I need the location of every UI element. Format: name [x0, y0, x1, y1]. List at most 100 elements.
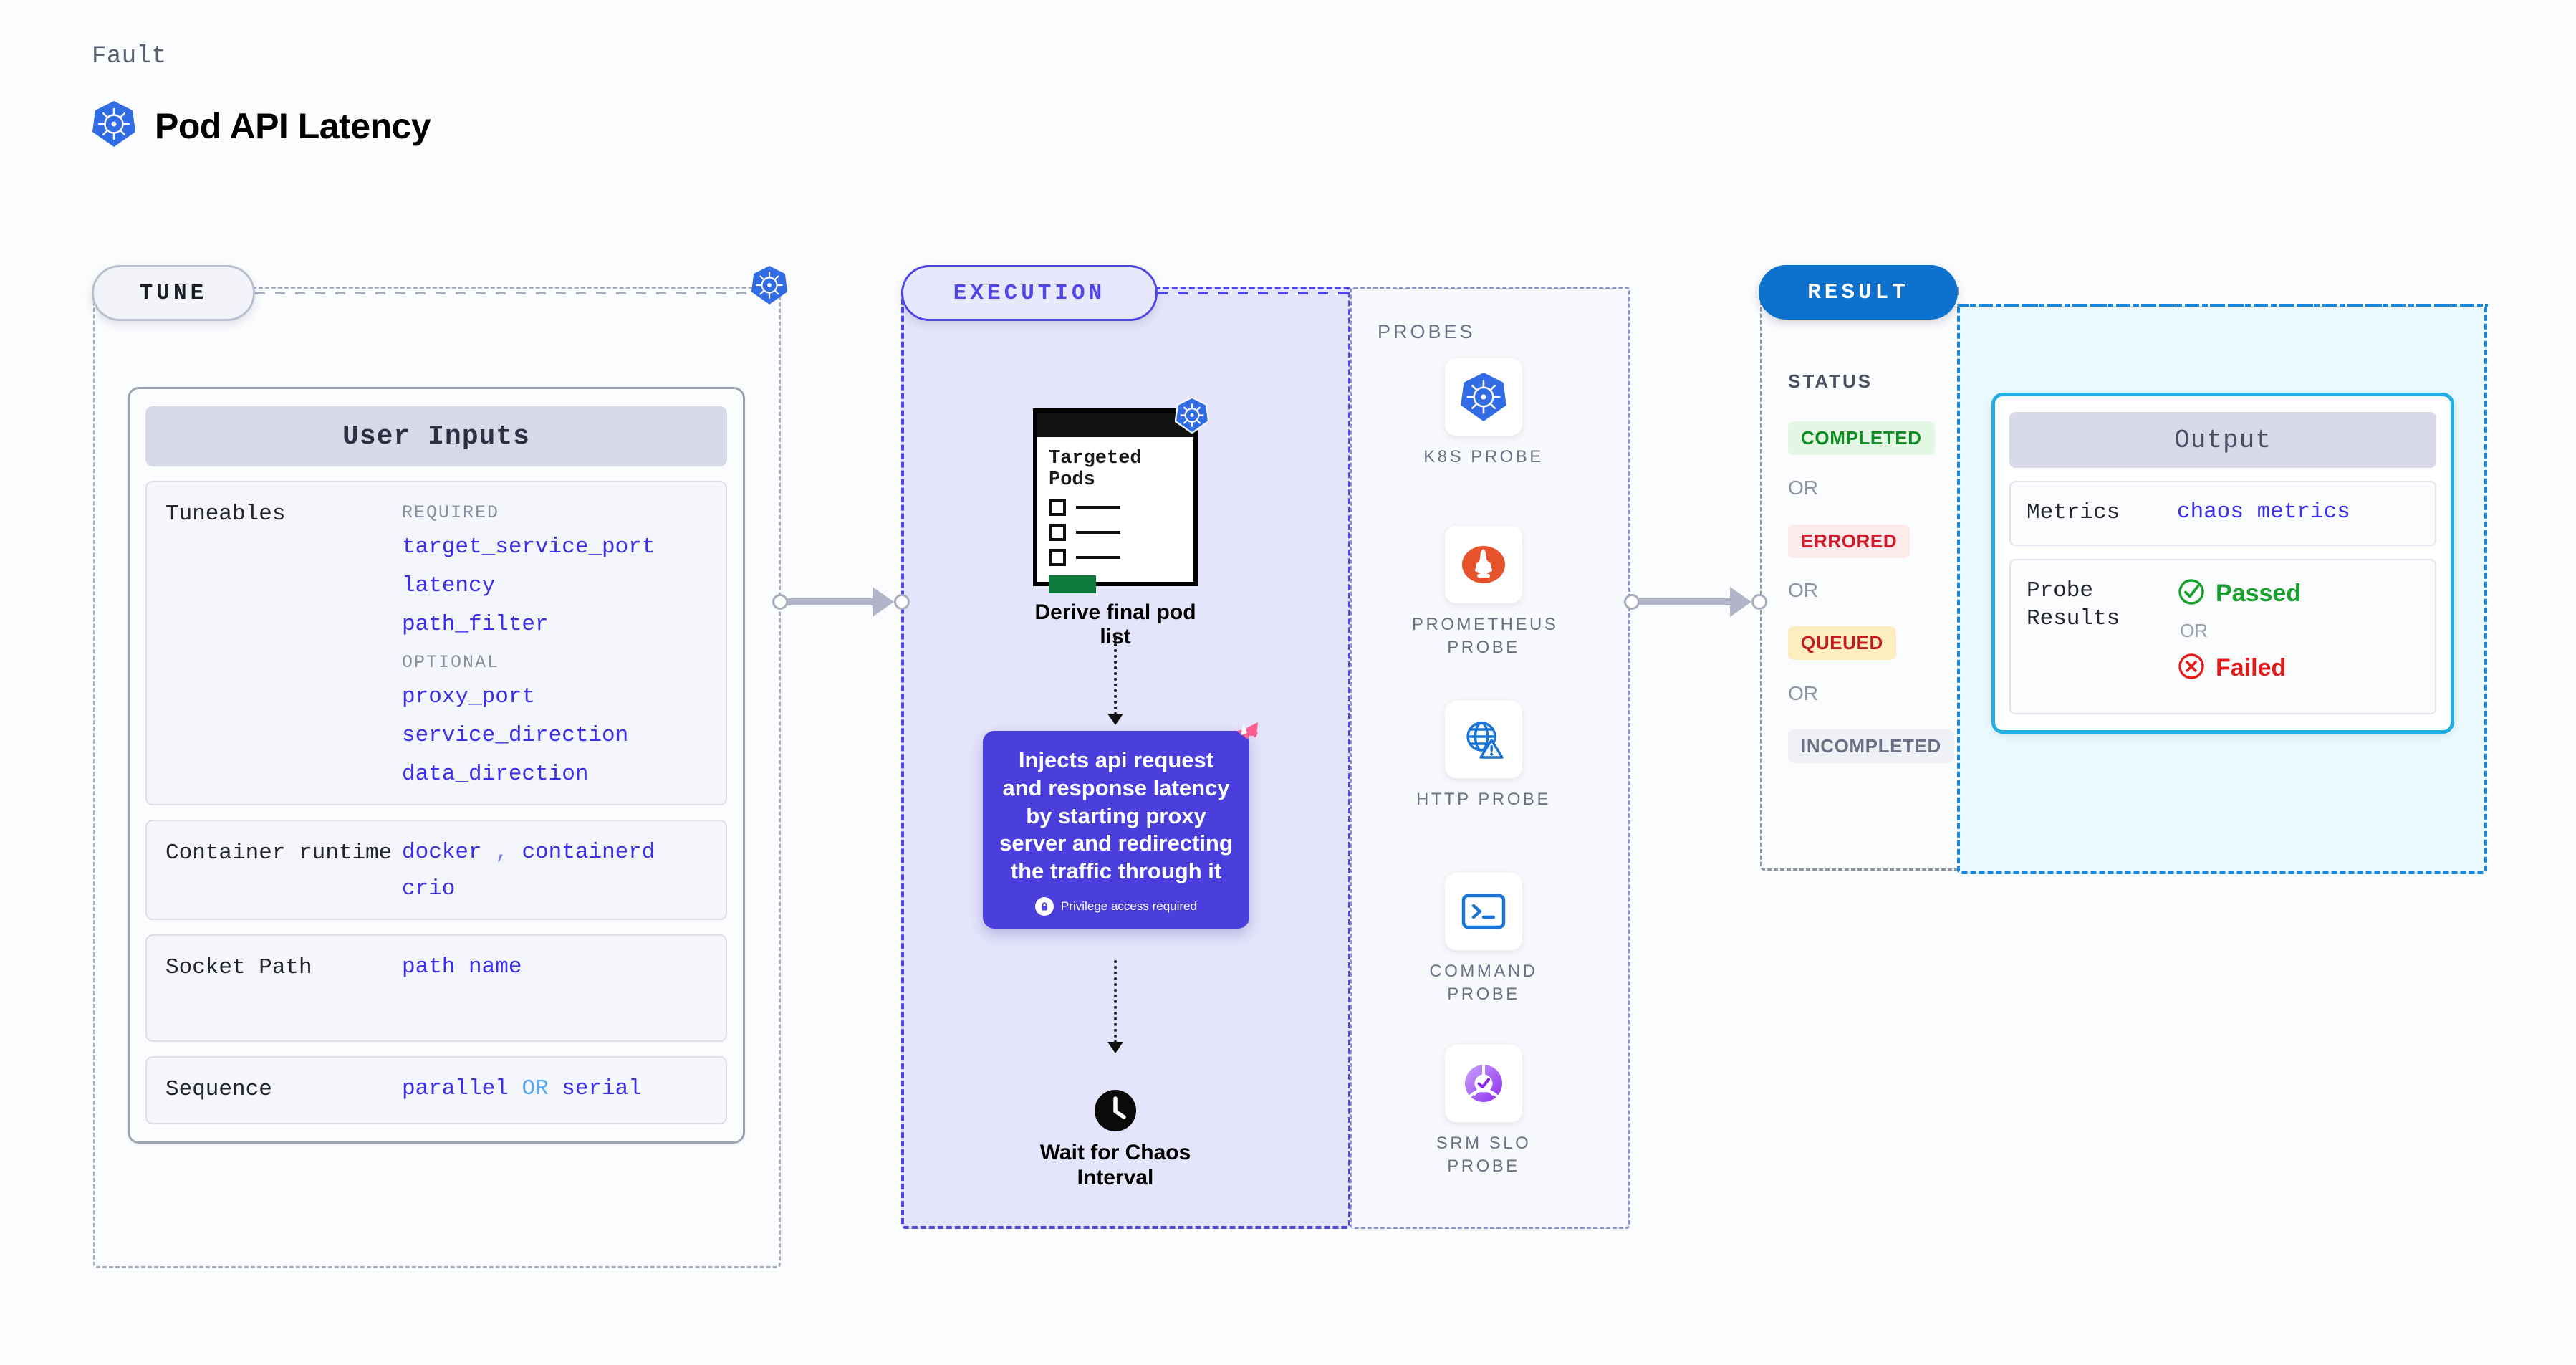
- socket-path-value[interactable]: path name: [402, 954, 522, 980]
- placeholder-bar: [1076, 556, 1120, 560]
- status-badge-incompleted: INCOMPLETED: [1788, 729, 1954, 763]
- probe-label-line1: SRM SLO: [1436, 1134, 1532, 1153]
- probe-k8s[interactable]: K8S PROBE: [1412, 358, 1555, 469]
- tuneable-target-service-port[interactable]: target_service_port: [402, 535, 655, 560]
- connector-tune-to-execution: [772, 587, 910, 617]
- pod-list-item: [1049, 549, 1182, 567]
- runtime-docker[interactable]: docker: [402, 840, 482, 865]
- output-card: Output Metrics chaos metrics Probe Resul…: [1991, 393, 2454, 734]
- container-runtime-row: Container runtime docker , containerd cr…: [145, 820, 727, 920]
- tuneable-data-direction[interactable]: data_direction: [402, 762, 589, 787]
- checkbox-icon: [1049, 499, 1066, 517]
- execution-section-badge[interactable]: EXECUTION: [901, 265, 1158, 321]
- connector-arrowhead: [1730, 587, 1751, 617]
- flow-connector-arrow: [1107, 1042, 1123, 1053]
- prometheus-icon: [1445, 526, 1522, 603]
- inject-latency-text: Injects api request and response latency…: [999, 747, 1233, 883]
- terminal-prompt-icon: [1445, 873, 1522, 950]
- probe-results-label: Probe Results: [2027, 578, 2120, 631]
- srm-slo-donut-check-icon: [1445, 1045, 1522, 1122]
- connector-arrowhead: [873, 587, 894, 617]
- probe-label-line1: COMMAND: [1429, 962, 1538, 981]
- http-globe-warning-icon: [1445, 701, 1522, 778]
- socket-path-row: Socket Path path name: [145, 934, 727, 1042]
- probe-label-line1: PROMETHEUS: [1412, 615, 1559, 634]
- probe-label-line2: PROBE: [1447, 638, 1520, 658]
- tuneable-service-direction[interactable]: service_direction: [402, 723, 629, 748]
- status-or-3: OR: [1788, 682, 1818, 704]
- page-header: Fault Pod API Latency: [92, 43, 431, 151]
- clock-icon: [1094, 1089, 1137, 1132]
- tuneable-path-filter[interactable]: path_filter: [402, 612, 549, 637]
- tuneables-row: Tuneables REQUIRED target_service_port l…: [145, 481, 727, 805]
- litmus-chaos-icon: [1226, 721, 1259, 756]
- probe-prometheus[interactable]: PROMETHEUS PROBE: [1412, 526, 1559, 660]
- sequence-values: parallel OR serial: [402, 1076, 707, 1104]
- metrics-value[interactable]: chaos metrics: [2177, 499, 2350, 525]
- probe-command[interactable]: COMMAND PROBE: [1412, 873, 1555, 1007]
- metrics-row: Metrics chaos metrics: [2009, 481, 2436, 546]
- probe-label-line1: HTTP PROBE: [1416, 790, 1551, 809]
- status-badge-queued: QUEUED: [1788, 626, 1896, 660]
- kubernetes-icon: [92, 100, 136, 151]
- probe-results-row: Probe Results Passed OR: [2009, 558, 2436, 714]
- probe-label-line2: PROBE: [1447, 985, 1520, 1005]
- flow-connector-line: [1114, 960, 1117, 1043]
- targeted-pods-block: Targeted Pods Derive final pod: [1033, 396, 1210, 649]
- flow-connector-arrow: [1107, 714, 1123, 725]
- kubernetes-icon: [751, 265, 788, 309]
- pods-card-body: Targeted Pods: [1037, 437, 1193, 594]
- user-inputs-card: User Inputs Tuneables REQUIRED target_se…: [128, 387, 745, 1144]
- targeted-pods-card: Targeted Pods: [1033, 396, 1210, 594]
- connector-endpoint: [894, 594, 910, 610]
- flow-connector-line: [1114, 638, 1117, 715]
- optional-group-label: OPTIONAL: [402, 652, 500, 673]
- connector-execution-to-result: [1624, 587, 1767, 617]
- pods-card-title-line2: Pods: [1049, 469, 1095, 491]
- failed-label: Failed: [2216, 653, 2287, 681]
- socket-path-values: path name: [402, 954, 707, 1022]
- privilege-note-text: Privilege access required: [1061, 899, 1197, 913]
- placeholder-bar: [1076, 506, 1120, 509]
- kubernetes-icon: [1445, 358, 1522, 436]
- probe-label-line1: K8S PROBE: [1423, 447, 1544, 466]
- tuneables-values: REQUIRED target_service_port latency pat…: [402, 501, 707, 785]
- probe-srm-slo[interactable]: SRM SLO PROBE: [1412, 1045, 1555, 1179]
- pod-list-item: [1049, 499, 1182, 517]
- user-inputs-title: User Inputs: [145, 406, 727, 466]
- probe-http[interactable]: HTTP PROBE: [1412, 701, 1555, 811]
- result-section-badge[interactable]: RESULT: [1759, 265, 1958, 320]
- derive-final-pod-list-label: Derive final pod list: [1034, 600, 1196, 648]
- sequence-row: Sequence parallel OR serial: [145, 1056, 727, 1124]
- sequence-label: Sequence: [165, 1077, 272, 1102]
- output-title: Output: [2009, 412, 2436, 468]
- probe-verdict-failed: Failed: [2177, 652, 2419, 684]
- passed-label: Passed: [2216, 579, 2302, 607]
- tuneable-latency[interactable]: latency: [402, 573, 496, 598]
- execution-top-dash: [1158, 292, 1352, 294]
- runtime-separator: ,: [495, 840, 509, 865]
- container-runtime-label: Container runtime: [165, 840, 393, 866]
- runtime-crio[interactable]: crio: [402, 876, 456, 901]
- tuneables-label: Tuneables: [165, 502, 286, 527]
- probe-verdict-or: OR: [2180, 619, 2208, 641]
- runtime-containerd[interactable]: containerd: [522, 840, 655, 865]
- tune-section-badge[interactable]: TUNE: [92, 265, 255, 321]
- required-group-label: REQUIRED: [402, 502, 500, 523]
- tuneable-proxy-port[interactable]: proxy_port: [402, 684, 536, 709]
- status-badge-completed: COMPLETED: [1788, 421, 1935, 455]
- sequence-parallel[interactable]: parallel: [402, 1076, 509, 1101]
- sequence-serial[interactable]: serial: [562, 1076, 642, 1101]
- metrics-label: Metrics: [2027, 500, 2120, 525]
- tune-top-dash: [255, 292, 782, 294]
- checkbox-icon: [1049, 549, 1066, 567]
- status-badge-errored: ERRORED: [1788, 525, 1911, 558]
- check-circle-icon: [2177, 578, 2206, 610]
- inject-latency-card: Injects api request and response latency…: [983, 722, 1258, 929]
- eyebrow-label: Fault: [92, 43, 167, 70]
- page-title: Pod API Latency: [155, 105, 431, 146]
- container-runtime-values: docker , containerd crio: [402, 840, 707, 900]
- status-or-1: OR: [1788, 476, 1818, 499]
- placeholder-bar: [1076, 531, 1120, 535]
- connector-endpoint: [1751, 594, 1767, 610]
